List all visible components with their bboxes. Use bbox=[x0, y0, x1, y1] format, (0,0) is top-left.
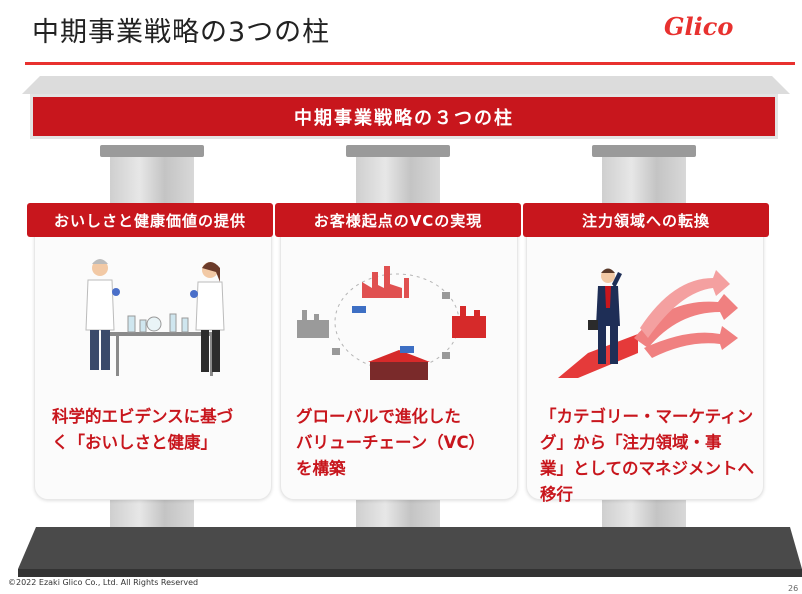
pillar-1-description: 科学的エビデンスに基づ く「おいしさと健康」 bbox=[52, 404, 264, 456]
pillar-3-panel bbox=[526, 222, 764, 500]
scientists-lab-icon bbox=[85, 259, 225, 376]
pillar-1-capital bbox=[100, 145, 204, 157]
pillar-1-desc-line-2: く「おいしさと健康」 bbox=[52, 433, 217, 452]
pillar-3-capital bbox=[592, 145, 696, 157]
glico-logo: Glico bbox=[664, 12, 734, 41]
pillar-2-capital bbox=[346, 145, 450, 157]
temple-base bbox=[18, 527, 802, 577]
pillar-3-description: 「カテゴリー・マーケティン グ」から「注力領域・事 業」としてのマネジメントへ … bbox=[540, 404, 762, 508]
pillar-1-desc-line-1: 科学的エビデンスに基づ bbox=[52, 407, 234, 426]
pillar-2-desc-line-3: を構築 bbox=[296, 459, 346, 478]
header-rule bbox=[25, 62, 795, 65]
pillar-3-desc-line-1: 「カテゴリー・マーケティン bbox=[540, 407, 754, 426]
pillar-3-desc-line-4: 移行 bbox=[540, 485, 573, 504]
pillar-2-label: お客様起点のVCの実現 bbox=[275, 203, 521, 237]
pillar-1-label: おいしさと健康価値の提供 bbox=[27, 203, 273, 237]
pillar-2-desc-line-2: バリューチェーン（VC） bbox=[296, 433, 486, 452]
pillar-2-description: グローバルで進化した バリューチェーン（VC） を構築 bbox=[296, 404, 508, 482]
pediment-roof bbox=[22, 76, 790, 94]
page-title: 中期事業戦略の3つの柱 bbox=[32, 17, 331, 48]
pillar-3-desc-line-2: グ」から「注力領域・事 bbox=[540, 433, 722, 452]
pillar-3-desc-line-3: 業」としてのマネジメントへ bbox=[540, 459, 755, 478]
pillar-3-label: 注力領域への転換 bbox=[523, 203, 769, 237]
pillar-2-desc-line-1: グローバルで進化した bbox=[296, 407, 461, 426]
banner-beam: 中期事業戦略の３つの柱 bbox=[30, 94, 778, 139]
businessman-arrows-icon bbox=[558, 268, 738, 378]
pillar-1-panel bbox=[34, 222, 272, 500]
value-chain-cycle-icon bbox=[297, 266, 486, 380]
banner-title: 中期事業戦略の３つの柱 bbox=[294, 107, 514, 129]
page-number: 26 bbox=[788, 584, 799, 593]
copyright-text: ©2022 Ezaki Glico Co., Ltd. All Rights R… bbox=[8, 578, 199, 587]
